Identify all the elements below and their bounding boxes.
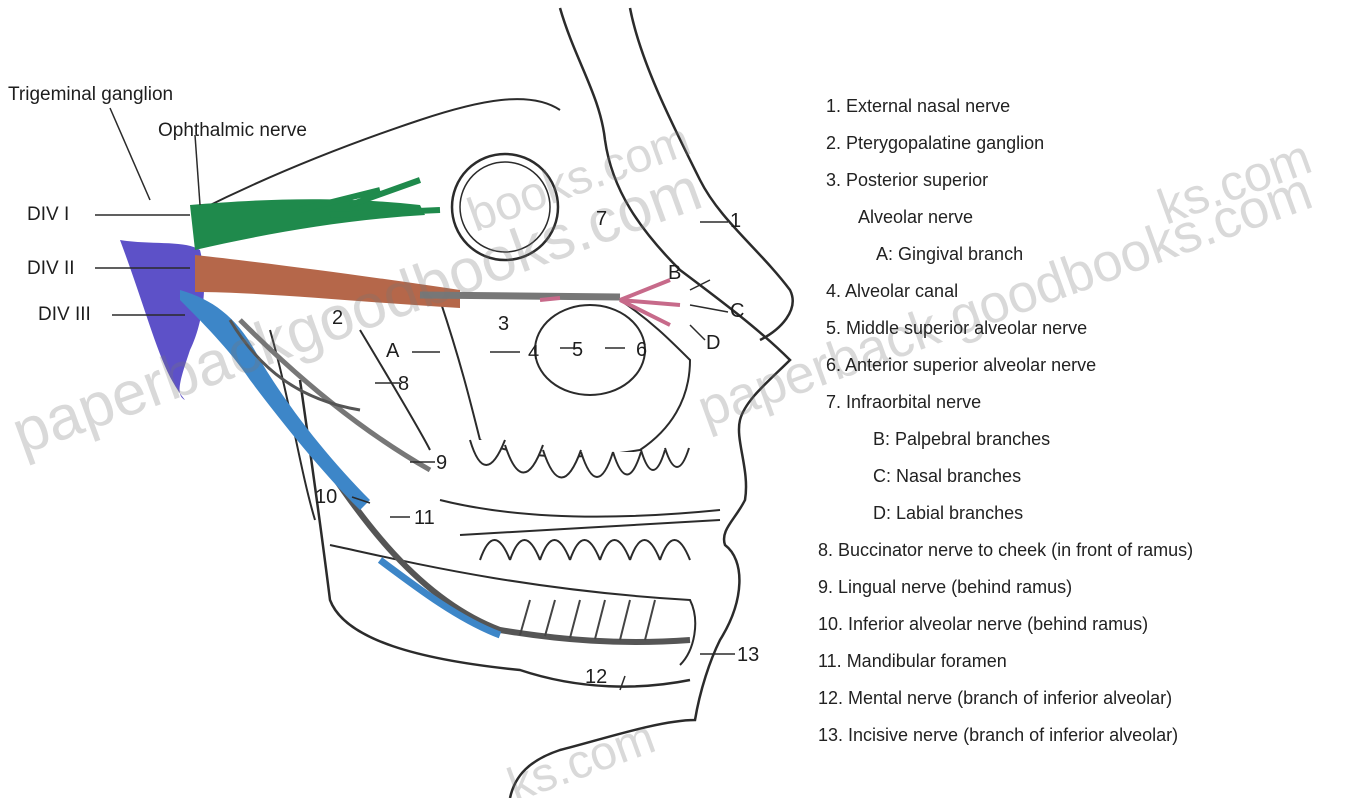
- maxilla-outline: [440, 300, 690, 457]
- point-label-12: 12: [585, 666, 607, 689]
- point-label-4: 4: [528, 342, 539, 365]
- ophthalmic-nerve-label: Ophthalmic nerve: [158, 120, 307, 142]
- point-label-d: D: [706, 332, 720, 355]
- point-label-c: C: [730, 300, 744, 323]
- point-label-11: 11: [414, 507, 435, 530]
- point-label-a: A: [386, 340, 399, 363]
- trigeminal-ganglion-label: Trigeminal ganglion: [8, 84, 173, 106]
- point-label-b: B: [668, 262, 681, 285]
- legend-item-3b: Alveolar nerve: [858, 207, 973, 228]
- point-label-3: 3: [498, 313, 509, 336]
- legend-item-1: 1. External nasal nerve: [826, 96, 1010, 117]
- upper-teeth: [470, 440, 689, 478]
- legend-item-10: 10. Inferior alveolar nerve (behind ramu…: [818, 614, 1148, 635]
- div1-label: DIV I: [27, 204, 69, 226]
- legend-item-b: B: Palpebral branches: [873, 429, 1050, 450]
- infraorbital-terminal-branches: [540, 280, 680, 325]
- point-label-6: 6: [636, 339, 647, 362]
- legend-item-13: 13. Incisive nerve (branch of inferior a…: [818, 725, 1178, 746]
- point-label-2: 2: [332, 307, 343, 330]
- point-label-9: 9: [436, 452, 447, 475]
- legend-item-c: C: Nasal branches: [873, 466, 1021, 487]
- legend-item-4: 4. Alveolar canal: [826, 281, 958, 302]
- div2-label: DIV II: [27, 258, 75, 280]
- point-label-13: 13: [737, 644, 759, 667]
- upper-gum-line: [440, 500, 720, 517]
- legend-item-6: 6. Anterior superior alveolar nerve: [826, 355, 1096, 376]
- legend-item-9: 9. Lingual nerve (behind ramus): [818, 577, 1072, 598]
- legend-item-7: 7. Infraorbital nerve: [826, 392, 981, 413]
- legend-item-3: 3. Posterior superior: [826, 170, 988, 191]
- legend-item-5: 5. Middle superior alveolar nerve: [826, 318, 1087, 339]
- point-label-8: 8: [398, 373, 409, 396]
- maxillary-sinus: [535, 305, 645, 395]
- div3-label: DIV III: [38, 304, 91, 326]
- lower-gum-line: [460, 520, 720, 535]
- lower-teeth: [480, 540, 690, 560]
- point-label-7: 7: [596, 208, 607, 231]
- legend-item-11: 11. Mandibular foramen: [818, 651, 1007, 672]
- point-label-1: 1: [730, 210, 741, 233]
- legend-item-d: D: Labial branches: [873, 503, 1023, 524]
- legend-item-8: 8. Buccinator nerve to cheek (in front o…: [818, 540, 1193, 561]
- legend-item-2: 2. Pterygopalatine ganglion: [826, 133, 1044, 154]
- point-label-10: 10: [315, 486, 337, 509]
- legend-item-12: 12. Mental nerve (branch of inferior alv…: [818, 688, 1172, 709]
- point-label-5: 5: [572, 339, 583, 362]
- legend-item-a: A: Gingival branch: [876, 244, 1023, 265]
